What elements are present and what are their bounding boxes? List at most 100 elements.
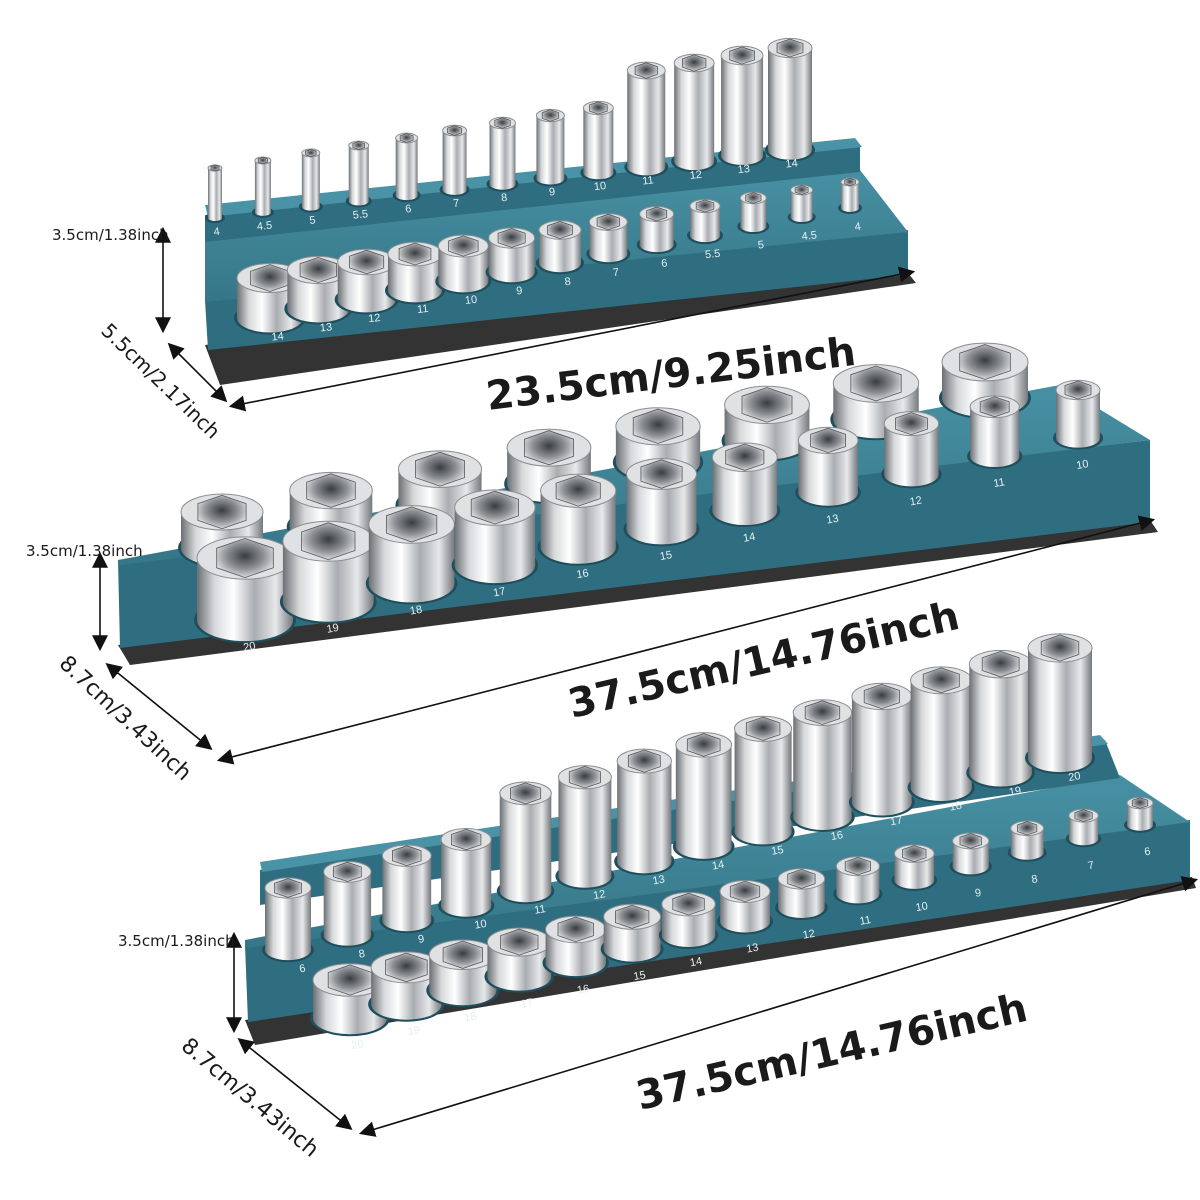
socket-small-front-4	[435, 234, 492, 295]
socket-large-front-7	[795, 426, 861, 508]
socket-label-long-front-14: 6	[1143, 846, 1151, 859]
socket-small-front-9	[687, 198, 723, 245]
socket-label-large-front-1: 19	[326, 622, 340, 636]
socket-large-front-9	[967, 395, 1023, 470]
socket-small-back-12	[765, 37, 815, 162]
socket-long-front-8	[775, 868, 828, 920]
socket-small-back-1	[251, 156, 274, 218]
socket-label-small-back-5: 7	[453, 197, 460, 210]
socket-label-long-front-3: 17	[520, 997, 534, 1011]
socket-small-back-6	[486, 116, 519, 192]
socket-large-front-1	[279, 520, 377, 624]
socket-label-small-front-11: 4.5	[801, 229, 817, 243]
socket-label-large-front-5: 15	[659, 549, 673, 563]
socket-long-back-4	[496, 781, 555, 905]
socket-long-back-9	[790, 699, 855, 832]
tray-large-length-arrow	[216, 515, 1156, 765]
socket-small-front-8	[636, 206, 677, 255]
socket-long-back-8	[731, 715, 795, 847]
socket-label-large-front-8: 12	[909, 494, 923, 508]
socket-large-front-6	[709, 442, 781, 528]
socket-small-front-7	[586, 213, 631, 265]
socket-long-back-1	[320, 860, 375, 948]
socket-label-large-front-4: 16	[576, 567, 590, 581]
socket-label-long-front-13: 7	[1087, 859, 1095, 872]
socket-label-small-front-10: 5	[757, 239, 764, 252]
socket-long-back-0	[262, 877, 314, 963]
dimension-lines	[92, 226, 1199, 1137]
socket-label-long-front-0: 20	[350, 1038, 364, 1052]
socket-long-front-11	[949, 832, 992, 877]
socket-label-long-back-13: 20	[1067, 770, 1081, 784]
socket-label-long-front-1: 19	[407, 1024, 421, 1038]
socket-small-back-2	[298, 148, 323, 213]
socket-label-long-back-12: 19	[1008, 785, 1022, 799]
socket-label-long-back-9: 16	[830, 829, 844, 843]
socket-label-small-front-9: 5.5	[704, 248, 720, 262]
tray-long-length-arrow	[358, 876, 1199, 1137]
socket-long-front-4	[542, 915, 609, 979]
socket-label-long-back-4: 11	[533, 903, 546, 917]
socket-long-back-6	[614, 748, 675, 876]
socket-label-large-front-9: 11	[993, 476, 1006, 490]
socket-label-long-back-11: 18	[949, 800, 963, 814]
socket-small-back-7	[533, 108, 568, 187]
socket-label-small-front-5: 9	[516, 285, 523, 298]
socket-long-back-13	[1025, 633, 1095, 775]
socket-label-long-front-6: 14	[689, 955, 703, 969]
tray-long-depth-label: 8.7cm/3.43inch	[176, 1033, 323, 1162]
socket-label-long-back-5: 12	[592, 888, 606, 902]
socket-small-back-0	[205, 164, 225, 224]
socket-label-small-front-8: 6	[661, 257, 668, 270]
socket-large-front-8	[881, 411, 942, 489]
socket-label-long-back-0: 6	[298, 963, 306, 976]
socket-small-front-5	[485, 227, 538, 285]
socket-small-back-10	[671, 53, 718, 173]
socket-long-back-7	[672, 732, 735, 861]
socket-label-large-front-0: 20	[242, 640, 256, 654]
tray-large-height-label: 3.5cm/1.38inch	[26, 542, 143, 560]
socket-small-front-11	[787, 184, 816, 225]
socket-small-front-12	[838, 177, 862, 214]
socket-label-small-front-6: 8	[564, 276, 571, 289]
socket-large-front-2	[365, 505, 458, 605]
socket-large-front-0	[194, 536, 296, 644]
socket-label-small-back-12: 14	[785, 157, 798, 170]
socket-long-front-13	[1065, 808, 1102, 848]
socket-small-front-3	[385, 241, 445, 305]
socket-label-long-front-10: 10	[915, 900, 929, 914]
socket-label-long-back-10: 17	[889, 814, 903, 828]
socket-label-small-back-9: 11	[642, 174, 655, 187]
socket-label-long-back-8: 15	[770, 844, 784, 858]
tray-long: 6891011121314151617181920201918171615141…	[245, 633, 1196, 1052]
socket-label-long-back-3: 10	[474, 918, 488, 932]
socket-long-front-12	[1007, 820, 1047, 862]
socket-long-back-5	[555, 765, 615, 890]
socket-small-back-9	[624, 61, 669, 178]
socket-label-small-back-4: 6	[405, 203, 412, 216]
socket-label-small-front-1: 13	[319, 321, 332, 334]
socket-small-back-11	[718, 45, 767, 167]
socket-label-long-back-7: 14	[711, 859, 725, 873]
tray-small-depth-arrow	[167, 342, 228, 403]
socket-large-front-3	[451, 489, 539, 586]
socket-label-large-front-10: 10	[1075, 458, 1089, 472]
socket-label-large-front-2: 18	[409, 604, 423, 618]
socket-label-long-front-9: 11	[859, 914, 872, 928]
socket-label-small-back-10: 12	[689, 169, 702, 182]
socket-label-large-front-3: 17	[492, 585, 506, 599]
socket-small-front-10	[737, 191, 770, 235]
socket-label-long-front-8: 12	[802, 928, 816, 942]
socket-long-front-7	[717, 880, 773, 935]
socket-label-small-back-0: 4	[213, 226, 220, 239]
socket-long-front-6	[658, 891, 719, 950]
socket-label-small-front-2: 12	[368, 312, 381, 325]
socket-label-small-back-8: 10	[593, 180, 606, 193]
socket-large-front-10	[1053, 379, 1103, 450]
socket-long-back-12	[966, 649, 1035, 789]
socket-label-large-front-7: 13	[826, 513, 840, 527]
socket-label-long-front-7: 13	[745, 942, 759, 956]
socket-large-front-5	[623, 458, 700, 547]
socket-long-front-10	[891, 844, 938, 891]
